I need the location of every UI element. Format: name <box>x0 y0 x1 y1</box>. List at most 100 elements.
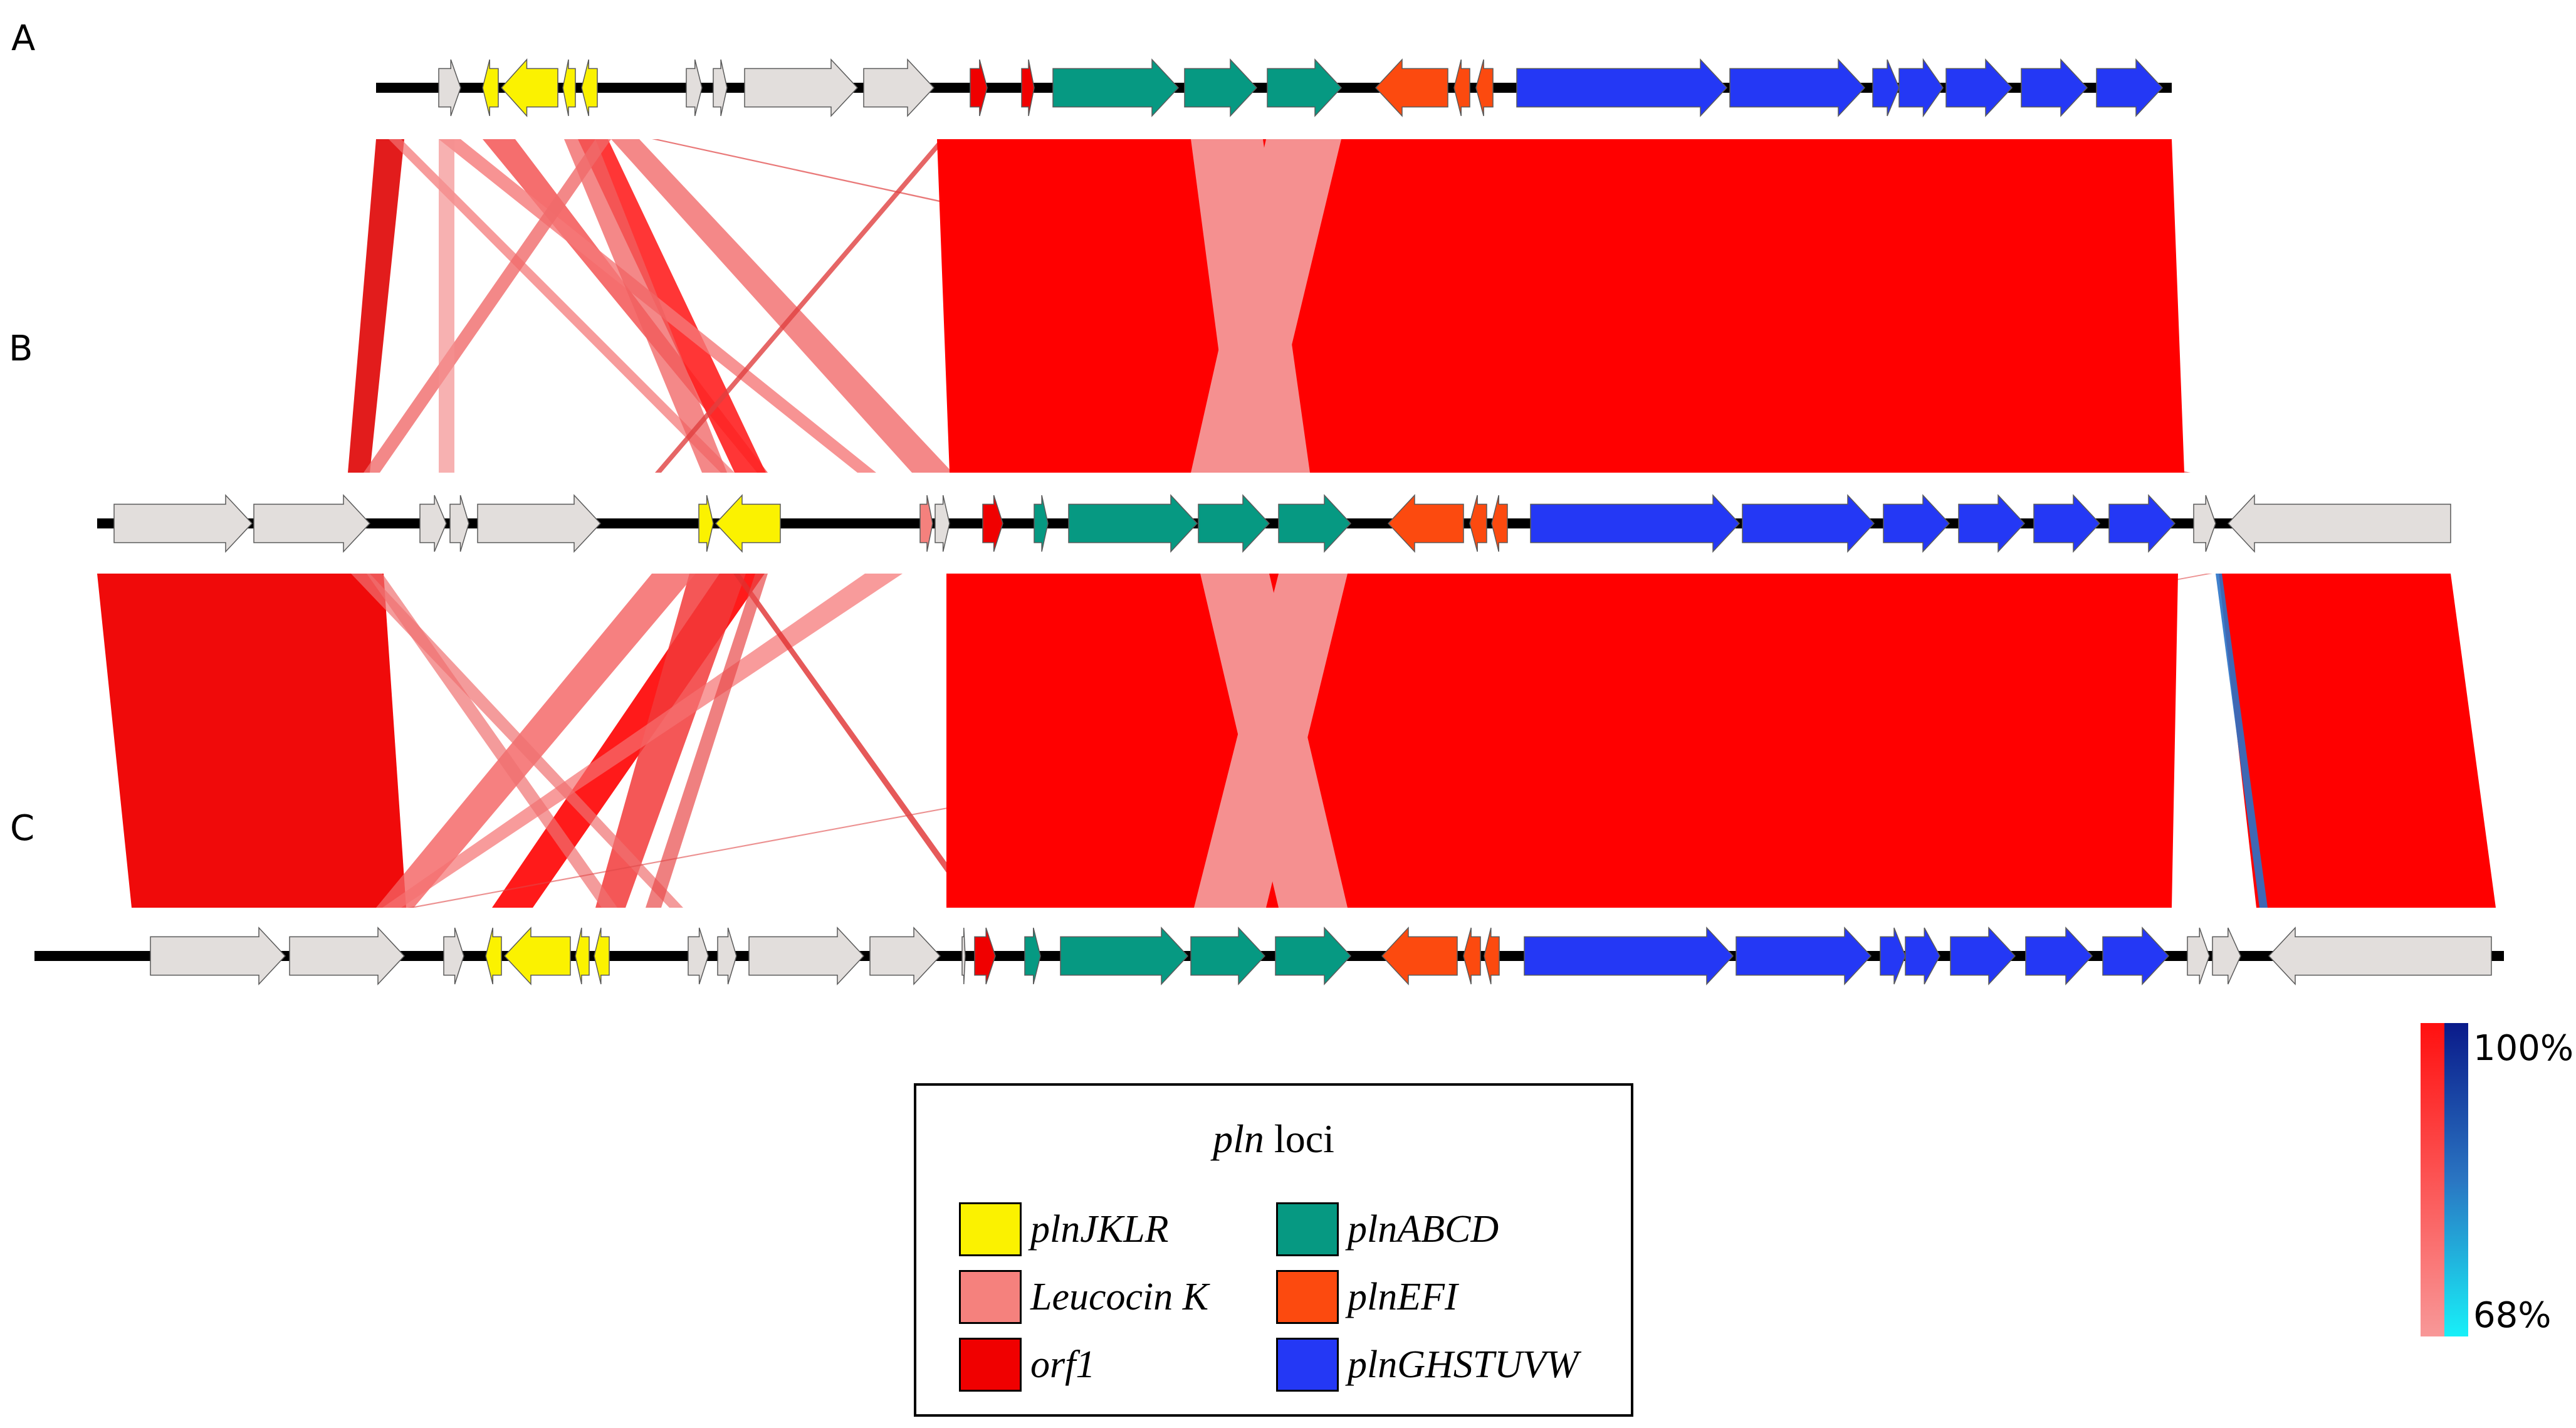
gene-arrow-gray <box>869 927 941 985</box>
gene-arrow-orange <box>1469 495 1487 552</box>
gene-arrow-gray <box>419 495 447 552</box>
gene-arrow-yellow <box>594 927 610 985</box>
legend-label: plnABCD <box>1348 1207 1499 1251</box>
homology-link <box>439 139 454 473</box>
gene-arrow-red <box>970 59 988 117</box>
scale-bar-blue <box>2444 1023 2468 1336</box>
gene-arrow-gray <box>863 58 935 117</box>
gene-arrow-gray <box>2268 927 2492 985</box>
gene-arrow-gray <box>2227 494 2451 553</box>
homology-link <box>348 139 404 473</box>
legend-swatch-orange <box>1276 1270 1339 1324</box>
gene-arrow-teal <box>1184 58 1258 117</box>
homology-link <box>389 139 735 473</box>
gene-arrow-blue <box>1516 58 1728 117</box>
legend-label: plnJKLR <box>1030 1207 1169 1251</box>
gene-arrow-teal <box>1034 495 1049 552</box>
homology-link <box>2216 574 2268 908</box>
gene-arrow-orange <box>1491 495 1508 552</box>
gene-arrow-blue <box>1729 58 1866 117</box>
homology-link <box>364 139 611 473</box>
legend-label: plnGHSTUVW <box>1348 1343 1579 1386</box>
gene-arrow-blue <box>1950 927 2016 985</box>
gene-arrow-teal <box>1060 927 1189 985</box>
gene-arrow-yellow <box>562 59 576 117</box>
gene-arrow-yellow <box>500 58 558 117</box>
gene-arrow-gray <box>717 927 737 985</box>
gene-arrow-blue <box>2021 58 2088 117</box>
identity-color-scale <box>2421 1023 2468 1336</box>
gene-arrow-red <box>982 495 1003 552</box>
gene-arrow-gray <box>477 494 602 553</box>
gene-arrow-orange <box>1484 927 1500 985</box>
gene-arrow-blue <box>1742 494 1875 553</box>
gene-arrow-yellow <box>581 59 598 117</box>
gene-arrow-orange <box>1374 58 1448 117</box>
gene-arrow-gray <box>253 494 371 553</box>
gene-arrow-blue <box>2025 927 2093 985</box>
homology-link <box>376 574 696 908</box>
gene-arrow-blue <box>1945 58 2013 117</box>
homology-link <box>611 139 953 473</box>
gene-arrow-yellow <box>715 494 781 553</box>
legend-title: pln loci <box>916 1116 1631 1162</box>
gene-arrow-gray <box>438 59 461 117</box>
gene-arrow-orange <box>1381 927 1458 985</box>
gene-arrow-teal <box>1068 494 1198 553</box>
gene-arrow-blue <box>2033 494 2101 553</box>
legend-label: Leucocin K <box>1030 1275 1209 1318</box>
gene-arrow-teal <box>1024 927 1041 985</box>
gene-arrow-orange <box>1387 494 1464 553</box>
gene-arrow-yellow <box>482 59 499 117</box>
track-label-c: C <box>10 808 34 849</box>
legend-title-italic: pln <box>1213 1116 1264 1161</box>
gene-arrow-blue <box>1880 927 1906 985</box>
gene-arrow-orange <box>1453 59 1470 117</box>
track-label-b: B <box>9 328 33 369</box>
scale-bar-red <box>2421 1023 2444 1336</box>
homology-link <box>655 139 946 473</box>
gene-arrow-teal <box>1052 58 1180 117</box>
gene-arrow-pink <box>919 495 933 552</box>
gene-arrow-blue <box>1958 494 2026 553</box>
scale-max-label: 100% <box>2473 1028 2574 1069</box>
gene-arrow-teal <box>1267 58 1343 117</box>
gene-arrow-orange <box>1475 59 1494 117</box>
legend-swatch-teal <box>1276 1202 1339 1256</box>
track-label-a: A <box>11 18 35 59</box>
legend-item-plnjklr: plnJKLR <box>959 1202 1168 1256</box>
scale-min-label: 68% <box>2473 1295 2552 1336</box>
gene-arrow-gray <box>744 58 859 117</box>
gene-arrow-gray <box>2212 927 2241 985</box>
gene-arrow-gray <box>2193 495 2216 552</box>
legend-box: pln loci plnJKLR Leucocin K orf1 plnABCD… <box>914 1083 1633 1417</box>
gene-arrow-blue <box>1872 59 1900 117</box>
legend-swatch-blue <box>1276 1338 1339 1392</box>
gene-arrow-gray <box>289 927 406 985</box>
legend-item-plnabcd: plnABCD <box>1276 1202 1499 1256</box>
gene-arrow-blue <box>1883 494 1950 553</box>
gene-arrow-yellow <box>485 927 502 985</box>
gene-arrow-gray <box>2187 927 2210 985</box>
legend-label: plnEFI <box>1348 1275 1458 1318</box>
gene-arrow-blue <box>1905 927 1940 985</box>
homology-links <box>97 139 2496 908</box>
homology-link <box>937 139 2184 473</box>
homology-link <box>646 574 768 908</box>
gene-arrow-red <box>1021 59 1035 117</box>
legend-title-rest: loci <box>1264 1116 1334 1161</box>
legend-item-plnghstuvw: plnGHSTUVW <box>1276 1338 1579 1392</box>
gene-arrow-blue <box>2108 494 2176 553</box>
homology-link <box>564 139 727 473</box>
gene-arrow-teal <box>1278 494 1352 553</box>
homology-link <box>733 574 979 908</box>
gene-arrow-gray <box>935 495 950 552</box>
gene-arrow-yellow <box>503 927 571 985</box>
gene-arrow-blue <box>1530 494 1741 553</box>
gene-arrow-gray <box>449 495 469 552</box>
gene-arrow-red <box>974 927 996 985</box>
legend-swatch-pink <box>959 1270 1022 1324</box>
gene-arrow-gray <box>686 59 703 117</box>
gene-arrow-blue <box>1736 927 1872 985</box>
